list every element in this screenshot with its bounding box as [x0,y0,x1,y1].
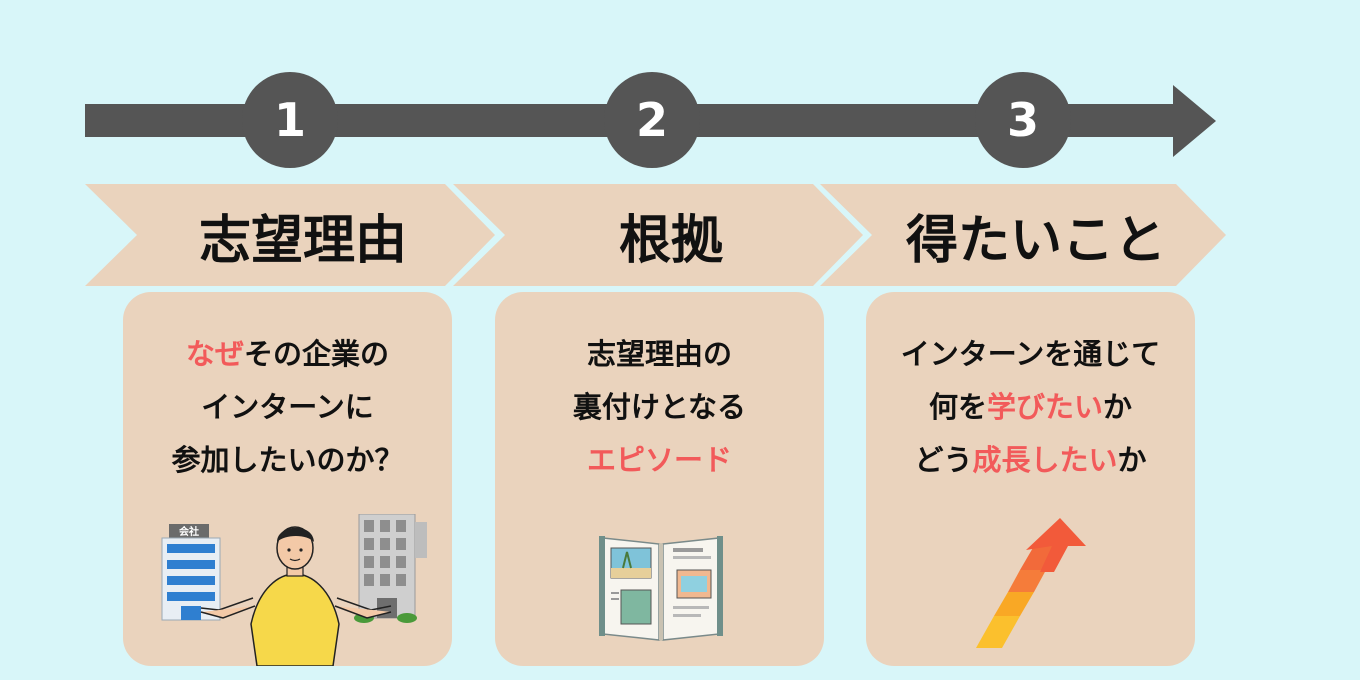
card-line-text: インターンを通じて [900,337,1161,371]
chevron-step-1: 志望理由 [85,184,497,286]
card-line: 参加したいのか？ [123,434,452,487]
card-line-text: インターンに [201,390,374,424]
card-line-text: 何を [928,390,987,424]
card-line: どう成長したいか [866,434,1195,487]
step-title: 根拠 [618,210,723,271]
chevron-step-2: 根拠 [453,184,865,286]
step-number-circle: 2 [604,72,700,168]
card-description: なぜその企業の インターンに 参加したいのか？ [123,328,452,487]
person-shrugging-between-company-buildings-icon: 会社 [161,514,427,666]
highlight-text: エピソード [586,443,732,477]
step-title: 志望理由 [198,210,407,271]
card-line: 裏付けとなる [495,381,824,434]
card-step-2: 志望理由の 裏付けとなる エピソード [495,292,824,666]
step-number-circle: 3 [975,72,1071,168]
chevron-shape [85,184,495,286]
highlight-text: 成長したい [972,443,1118,477]
chevron-shape [453,184,863,286]
card-line: インターンを通じて [866,328,1195,381]
chevron-step-3: 得たいこと [820,184,1228,286]
open-photo-album-icon [599,536,723,641]
card-line: 志望理由の [495,328,824,381]
card-line: 何を学びたいか [866,381,1195,434]
step-title: 得たいこと [905,210,1166,271]
company-sign-text: 会社 [179,525,199,538]
card-step-1: なぜその企業の インターンに 参加したいのか？ 会社 [123,292,452,666]
card-description: インターンを通じて 何を学びたいか どう成長したいか [866,328,1195,487]
highlight-text: なぜ [185,337,244,371]
step-number-circle: 1 [242,72,338,168]
card-line-text: か [1117,443,1147,477]
card-line-text: か [1103,390,1133,424]
card-line-text: その企業の [244,337,390,371]
highlight-text: 学びたい [986,390,1103,424]
chevron-shape [820,184,1226,286]
rising-growth-arrow-icon [976,518,1086,648]
card-step-3: インターンを通じて 何を学びたいか どう成長したいか [866,292,1195,666]
card-line: エピソード [495,434,824,487]
card-line: なぜその企業の [123,328,452,381]
card-line: インターンに [123,381,452,434]
card-line-text: どう [914,443,973,477]
card-line-text: 裏付けとなる [572,390,747,424]
card-line-text: 参加したいのか？ [171,443,404,477]
card-description: 志望理由の 裏付けとなる エピソード [495,328,824,487]
card-line-text: 志望理由の [586,337,732,371]
timeline-arrowhead [1173,85,1216,157]
